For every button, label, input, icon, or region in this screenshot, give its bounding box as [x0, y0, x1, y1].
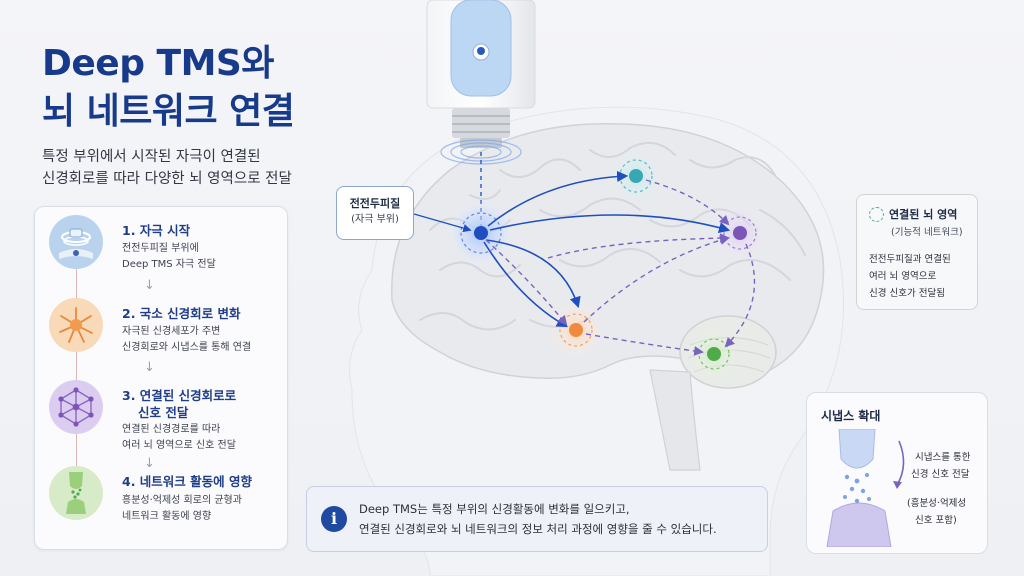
stimulation-node [474, 226, 488, 240]
prefrontal-callout: 전전두피질 (자극 부위) [336, 186, 414, 240]
step-1-title: 1. 자극 시작 [122, 223, 191, 238]
purple-region-node [733, 226, 747, 240]
info-note: i Deep TMS는 특정 부위의 신경활동에 변화를 일으키고, 연결된 신… [306, 486, 768, 552]
orange-region-node [569, 323, 583, 337]
title-line-2: 뇌 네트워크 연결 [42, 91, 295, 132]
info-line-2: 연결된 신경회로와 뇌 네트워크의 정보 처리 과정에 영향을 줄 수 있습니다… [359, 522, 717, 536]
brain-illustration [349, 0, 845, 576]
down-arrow-icon: ↓ [144, 360, 155, 375]
step-1-desc-2: Deep TMS 자극 전달 [122, 259, 216, 270]
prefrontal-callout-sub: (자극 부위) [351, 214, 399, 225]
network-icon [49, 380, 103, 434]
tms-coil-device [426, 0, 536, 148]
neuron-icon [49, 298, 103, 352]
page-title: Deep TMS와 뇌 네트워크 연결 [42, 40, 362, 136]
legend-sub: (기능적 네트워크) [891, 227, 963, 238]
green-region-node [707, 347, 721, 361]
step-3-desc-2: 여러 뇌 영역으로 신호 전달 [122, 440, 236, 451]
step-4-desc-2: 네트워크 활동에 영향 [122, 511, 212, 522]
legend-desc-2: 여러 뇌 영역으로 [869, 271, 937, 282]
subtitle-line-2: 신경회로를 따라 다양한 뇌 영역으로 전달 [42, 171, 292, 187]
step-2-title: 2. 국소 신경회로 변화 [122, 306, 241, 321]
coil-stimulation-icon [49, 215, 103, 269]
synapse-text-2: 신경 신호 전달 [911, 469, 970, 480]
legend-desc-3: 신경 신호가 전달됨 [869, 288, 945, 299]
step-3-title: 3. 연결된 신경회로로 [122, 388, 237, 403]
title-line-1: Deep TMS와 [42, 43, 274, 84]
synapse-text-1: 시냅스를 통한 [915, 452, 971, 463]
info-text: Deep TMS는 특정 부위의 신경활동에 변화를 일으키고, 연결된 신경회… [359, 499, 759, 539]
prefrontal-callout-title: 전전두피질 [349, 197, 401, 210]
teal-region-node [629, 169, 643, 183]
brainstem [649, 369, 701, 471]
page-subtitle: 특정 부위에서 시작된 자극이 연결된 신경회로를 따라 다양한 뇌 영역으로 … [42, 146, 342, 190]
synapse-text-4: 신호 포함) [915, 515, 957, 526]
synapse-text-3: (흥분성·억제성 [907, 498, 967, 509]
signal-arrows-solid [483, 170, 731, 328]
step-3-desc-1: 연결된 신경경로를 따라 [122, 424, 221, 435]
legend-desc-1: 전전두피질과 연결된 [869, 254, 951, 265]
synapse-zoom-panel: 시냅스 확대 시냅스를 통한 신경 신호 전달 (흥분성·억제성 신호 포함) [806, 392, 988, 554]
connected-regions-legend: 연결된 뇌 영역 (기능적 네트워크) 전전두피질과 연결된 여러 뇌 영역으로… [856, 194, 978, 310]
step-4-title: 4. 네트워크 활동에 영향 [122, 474, 253, 489]
subtitle-line-1: 특정 부위에서 시작된 자극이 연결된 [42, 149, 261, 165]
down-arrow-icon: ↓ [144, 456, 155, 471]
legend-title: 연결된 뇌 영역 [889, 208, 958, 221]
step-2-desc-1: 자극된 신경세포가 주변 [122, 326, 221, 337]
steps-connector-line [76, 258, 77, 490]
down-arrow-icon: ↓ [144, 278, 155, 293]
step-2-desc-2: 신경회로와 시냅스를 통해 연결 [122, 342, 252, 353]
synapse-icon [49, 466, 103, 520]
step-3-title-2: 신호 전달 [138, 405, 189, 420]
info-line-1: Deep TMS는 특정 부위의 신경활동에 변화를 일으키고, [359, 502, 630, 516]
dashed-circle-icon [869, 207, 884, 222]
signal-arrows-dashed [485, 179, 756, 356]
info-icon: i [321, 506, 347, 532]
step-4-desc-1: 흥분성·억제성 회로의 균형과 [122, 495, 242, 506]
step-1-desc-1: 전전두피질 부위에 [122, 243, 199, 254]
synapse-title: 시냅스 확대 [821, 409, 881, 423]
synapse-illustration [826, 429, 905, 547]
